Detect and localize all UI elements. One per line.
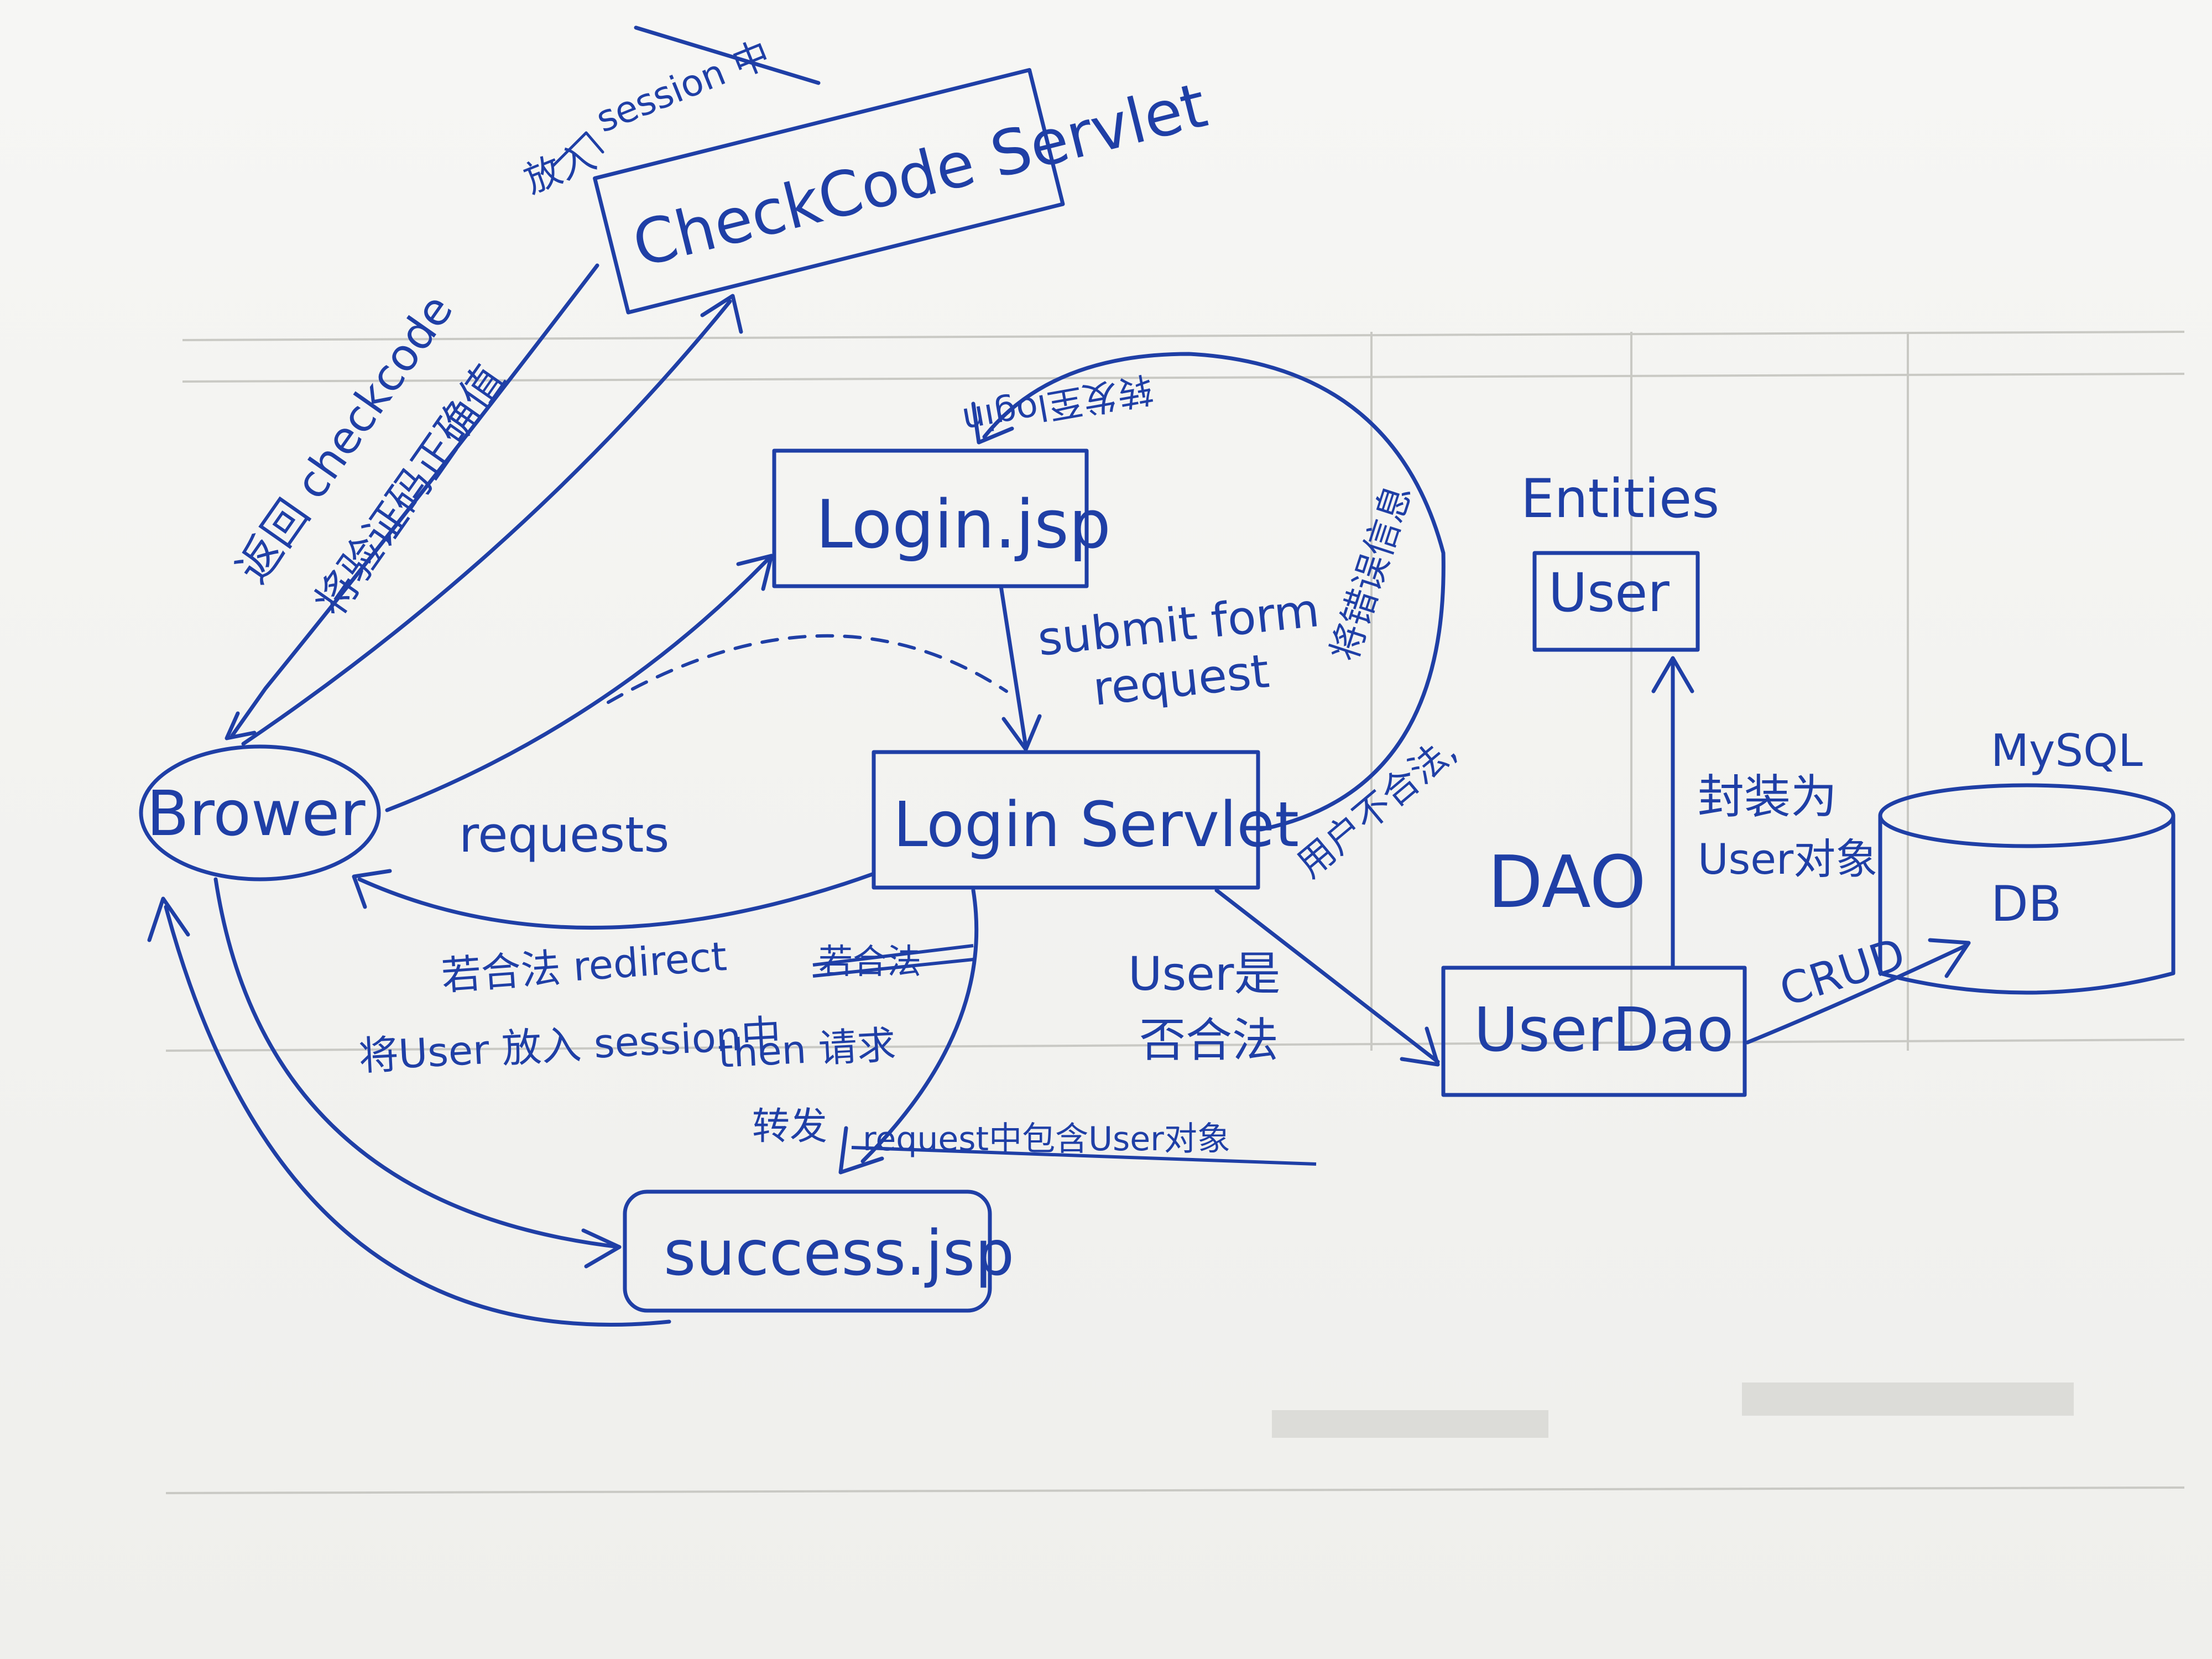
arrowhead-user — [1651, 656, 1694, 693]
user-dao-node: UserDao — [1441, 966, 1747, 1097]
arrowhead-return — [225, 711, 257, 740]
user-object-label: User对象 — [1698, 834, 1877, 884]
db-node: MySQL DB — [1878, 725, 2176, 995]
user-legal-label-1: User是 — [1128, 947, 1280, 1001]
login-servlet-label: Login Servlet — [893, 789, 1299, 861]
background-print — [165, 331, 2185, 1494]
checkcode-servlet-label: CheckCode Servlet — [626, 69, 1214, 281]
forward-label: 转发 — [752, 1105, 827, 1149]
arrowhead-browser-2 — [147, 896, 190, 942]
requests-label: requests — [459, 806, 669, 863]
browser-node: Brower — [139, 744, 381, 881]
arrowhead-db — [1928, 938, 1971, 978]
user-entity-label: User — [1548, 562, 1670, 624]
arrowhead-success — [838, 1126, 884, 1175]
login-jsp-node: Login.jsp — [772, 448, 1111, 588]
arrow-userdao-to-db — [1745, 943, 1968, 1045]
arrow-loop-back-loginjsp — [982, 352, 1446, 832]
arrowhead-loop — [971, 401, 1014, 445]
dao-label: DAO — [1488, 840, 1646, 924]
entities-title: Entities — [1521, 468, 1719, 530]
checkcode-box-top-edge — [634, 25, 821, 85]
arrowhead-success-2 — [581, 1228, 622, 1269]
mysql-label: MySQL — [1991, 725, 2143, 776]
arrow-loginservlet-to-browser — [357, 872, 876, 930]
arrow-loginservlet-to-userdao — [1214, 888, 1440, 1064]
arrow-success-to-browser — [164, 905, 671, 1327]
arrowhead-userdao — [1400, 1026, 1440, 1067]
arrowhead-checkcode — [700, 294, 743, 334]
user-dao-label: UserDao — [1474, 994, 1734, 1065]
login-servlet-node: Login Servlet — [872, 750, 1299, 890]
user-entity-node: User — [1532, 551, 1700, 652]
arrowhead-loginjsp — [736, 554, 774, 591]
arrowhead-loginservlet — [1001, 714, 1042, 752]
success-jsp-label: success.jsp — [664, 1218, 1014, 1290]
arrow-loginjsp-to-loginservlet — [999, 584, 1028, 749]
then-request-label: then 请求 — [717, 1022, 897, 1077]
arrow-loginservlet-to-success — [860, 888, 979, 1164]
session-bracket — [551, 131, 604, 168]
arrowhead-browser — [352, 869, 392, 909]
put-in-label: 放入 — [518, 135, 602, 202]
db-label: DB — [1991, 875, 2062, 932]
success-jsp-node: success.jsp — [623, 1190, 1014, 1313]
login-jsp-label: Login.jsp — [816, 487, 1111, 564]
session-label: session 中 — [590, 33, 776, 140]
wrap-user-label: 封装为 — [1698, 770, 1837, 824]
illegal-user-label: 用户不合法, — [1289, 729, 1465, 886]
arrow-browser-to-checkcode — [241, 299, 732, 746]
arrow-checkcode-return — [230, 263, 599, 738]
error-info-label: 将错误信息 — [1323, 479, 1420, 666]
arrow-browser-to-success — [213, 877, 622, 1249]
struck-request-user-label: request中包含User对象 — [863, 1120, 1230, 1159]
arrow-browser-to-loginjsp — [385, 556, 771, 812]
user-legal-label-2: 否合法 — [1139, 1013, 1279, 1067]
browser-label: Brower — [147, 778, 366, 850]
legal-redirect-label: 若合法 redirect — [440, 933, 728, 999]
dashed-arrow-to-loginservlet — [607, 634, 1008, 704]
